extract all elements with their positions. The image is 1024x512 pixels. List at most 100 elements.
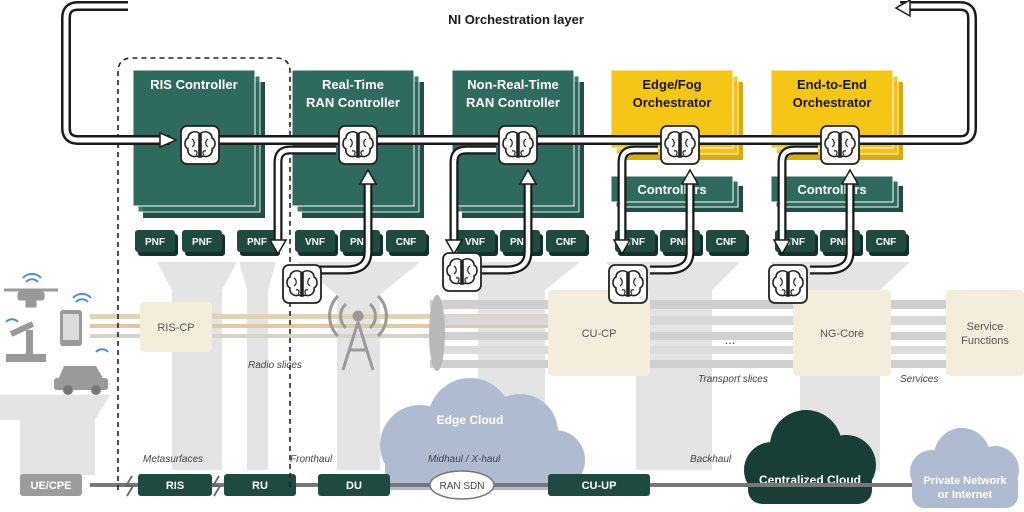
controller-subtitle: RAN Controller: [466, 95, 560, 110]
brain-icon: [282, 264, 322, 304]
feedback-loop-4: [772, 145, 860, 275]
svg-text:PNF: PNF: [145, 237, 165, 248]
svg-text:CNF: CNF: [556, 237, 577, 248]
bottom-node-du: DU: [318, 474, 390, 496]
controller-title: Edge/Fog: [642, 77, 701, 92]
brain-icon: [608, 264, 648, 304]
brain-icon: [180, 125, 220, 165]
brain-icon: [820, 125, 860, 165]
network-functions: PNF PNF PNF VNF PNF CNF VNF PNF CNF VNF PNF CNF VNF P…: [135, 230, 909, 256]
svg-text:CNF: CNF: [876, 237, 897, 248]
private-network-label-2: or Internet: [938, 489, 993, 501]
annotations: Radio slices Transport slices Services M…: [143, 360, 938, 465]
svg-text:VNF: VNF: [625, 237, 645, 248]
function-chip-pnf: PNF: [340, 230, 383, 256]
function-chip-pnf: PNF: [820, 230, 863, 256]
ran-sdn-node: RAN SDN: [429, 470, 495, 500]
bottom-node-ue-cpe: UE/CPE: [20, 474, 82, 496]
function-chip-cnf: CNF: [866, 230, 909, 256]
brain-icon: [442, 252, 482, 292]
ng-core-label: NG-Core: [820, 328, 864, 340]
car-icon: [54, 366, 108, 395]
svg-text:PNF: PNF: [247, 237, 267, 248]
svg-text:PNF: PNF: [192, 237, 212, 248]
function-chip-pnf: PNF: [660, 230, 703, 256]
bottom-node-cu-up: CU-UP: [548, 474, 650, 496]
ng-core-box: [793, 290, 891, 376]
private-network-label-1: Private Network: [923, 475, 1007, 487]
controller-title: Non-Real-Time: [467, 77, 559, 92]
controller-subtitle: RAN Controller: [306, 95, 400, 110]
function-chip-vnf: VNF: [455, 230, 498, 256]
midhaul-label: Midhaul / X-haul: [428, 454, 501, 465]
ris-cp-box: [140, 302, 212, 352]
feedback-loops: [268, 145, 860, 275]
controller-title: Real-Time: [322, 77, 384, 92]
metasurfaces-label: Metasurfaces: [143, 454, 203, 465]
controller-subtitle: Orchestrator: [793, 95, 872, 110]
wifi-icon: [22, 272, 42, 283]
slice-bands: [90, 295, 950, 371]
cu-cp-box: [548, 290, 650, 376]
edge-cloud: [380, 378, 585, 490]
svg-text:DU: DU: [346, 480, 362, 492]
robot-arm-icon: [6, 321, 46, 362]
brain-icon: [768, 264, 808, 304]
brain-icon: [338, 125, 378, 165]
svg-text:VNF: VNF: [785, 237, 805, 248]
svg-text:CNF: CNF: [396, 237, 417, 248]
controller-title: End-to-End: [797, 77, 867, 92]
middle-boxes: RIS-CP CU-CP ... NG-Core Service Functio…: [140, 290, 1024, 376]
svg-text:PNF: PNF: [350, 237, 370, 248]
controller-subtitle: Orchestrator: [633, 95, 712, 110]
feedback-loop-3: [612, 145, 700, 275]
feedback-loop-1: [268, 145, 378, 275]
services-label: Services: [900, 374, 938, 385]
bottom-nodes: UE/CPE RIS RU DU CU-UP: [20, 474, 650, 496]
svg-text:VNF: VNF: [465, 237, 485, 248]
brain-icon: [660, 125, 700, 165]
antenna-tower-icon: [328, 294, 388, 371]
feedback-loop-2: [444, 145, 538, 275]
transport-slices-label: Transport slices: [698, 374, 768, 385]
sub-controllers-2: Controllers: [770, 175, 903, 212]
svg-text:RAN SDN: RAN SDN: [439, 481, 484, 492]
private-network-cloud: [910, 428, 1019, 508]
edge-cloud-label: Edge Cloud: [437, 413, 504, 427]
function-chip-cnf: CNF: [386, 230, 429, 256]
svg-text:PNF: PNF: [510, 237, 530, 248]
function-chip-pnf: PNF: [135, 230, 178, 256]
ellipsis-label: ...: [725, 332, 736, 347]
svg-text:PNF: PNF: [670, 237, 690, 248]
bottom-node-ru: RU: [224, 474, 296, 496]
function-chip-pnf: PNF: [182, 230, 225, 256]
ris-dashed-region: [117, 57, 291, 490]
function-chip-cnf: CNF: [706, 230, 749, 256]
lightning-icon: [124, 475, 222, 497]
svg-text:VNF: VNF: [305, 237, 325, 248]
cu-cp-label: CU-CP: [582, 328, 617, 340]
device-icons: [4, 272, 109, 395]
brain-icon: [498, 125, 538, 165]
svg-text:PNF: PNF: [830, 237, 850, 248]
svg-text:RIS: RIS: [166, 480, 184, 492]
svg-text:CNF: CNF: [716, 237, 737, 248]
svg-text:RU: RU: [252, 480, 268, 492]
bottom-node-ris: RIS: [138, 474, 212, 496]
ris-cp-label: RIS-CP: [157, 322, 194, 334]
service-functions-box: [946, 290, 1024, 376]
service-functions-label-2: Functions: [961, 335, 1009, 347]
svg-text:CU-UP: CU-UP: [582, 480, 617, 492]
radio-slices-label: Radio slices: [248, 360, 302, 371]
drone-icon: [4, 288, 58, 308]
orchestration-title: NI Orchestration layer: [448, 12, 584, 27]
fronthaul-label: Fronthaul: [290, 454, 333, 465]
controller-title: RIS Controller: [150, 77, 237, 92]
function-chip-vnf: VNF: [295, 230, 338, 256]
svg-text:UE/CPE: UE/CPE: [31, 480, 72, 492]
function-chip-pnf: PNF: [500, 230, 543, 256]
service-functions-label-1: Service: [967, 321, 1004, 333]
sub-controllers-1: Controllers: [610, 175, 743, 212]
